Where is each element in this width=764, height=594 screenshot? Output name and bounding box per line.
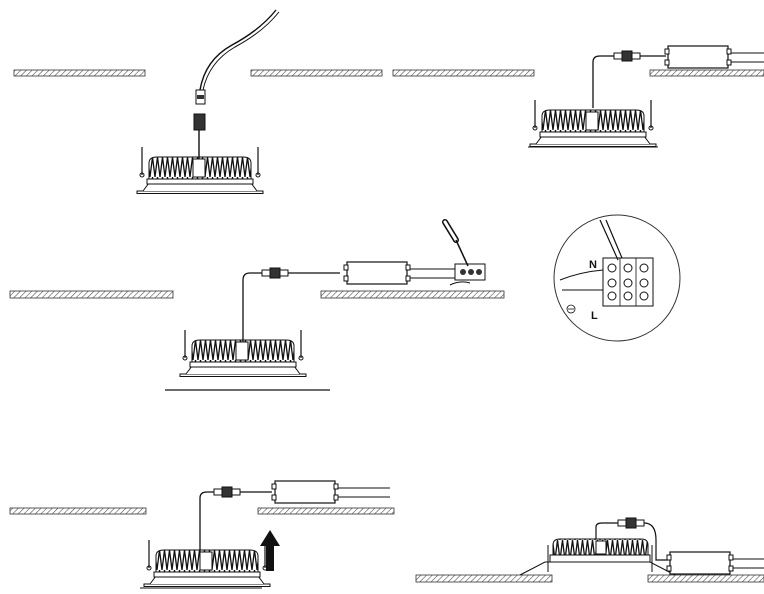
- driver-box: [664, 45, 732, 69]
- cable-connector: [613, 50, 641, 62]
- supply-cable: [199, 9, 277, 91]
- ceiling-right: [320, 290, 505, 299]
- driver-box: [343, 261, 411, 285]
- screwdriver-icon: [442, 219, 469, 267]
- cable-connector-bottom: [193, 113, 206, 131]
- ceiling-left: [9, 290, 174, 299]
- ceiling-right: [250, 69, 383, 77]
- lamp-cable: [199, 491, 214, 552]
- cable-connector: [213, 486, 241, 498]
- downlight-fixture: [143, 539, 271, 588]
- lamp-cable: [595, 522, 618, 539]
- cable-connector: [261, 267, 289, 279]
- ceiling-right: [649, 69, 764, 77]
- step-3-panel: [9, 219, 505, 391]
- ceiling-right: [257, 507, 395, 515]
- ceiling-left: [9, 507, 147, 515]
- cable-connector: [617, 517, 645, 529]
- ceiling-right: [647, 574, 764, 583]
- ground-icon: [566, 304, 576, 314]
- live-label: L: [591, 310, 598, 322]
- step-1-panel: [13, 9, 383, 195]
- terminal-detail: N L: [553, 214, 681, 342]
- ceiling-left: [13, 69, 146, 77]
- lamp-cable: [242, 272, 262, 345]
- wiring-terminal: [602, 257, 654, 307]
- downlight-fixture-installed: [519, 538, 676, 576]
- lamp-cable: [592, 55, 614, 108]
- driver-box: [666, 551, 734, 575]
- step-4-panel: [9, 480, 395, 589]
- driver-box: [271, 480, 339, 504]
- step-2-panel: [392, 45, 764, 148]
- downlight-fixture: [136, 146, 264, 195]
- terminal-block: [454, 263, 486, 281]
- up-arrow-icon: [260, 530, 280, 571]
- ceiling-left: [415, 574, 553, 583]
- neutral-label: N: [589, 259, 597, 271]
- ceiling-left: [392, 69, 535, 77]
- step-5-panel: [415, 517, 764, 583]
